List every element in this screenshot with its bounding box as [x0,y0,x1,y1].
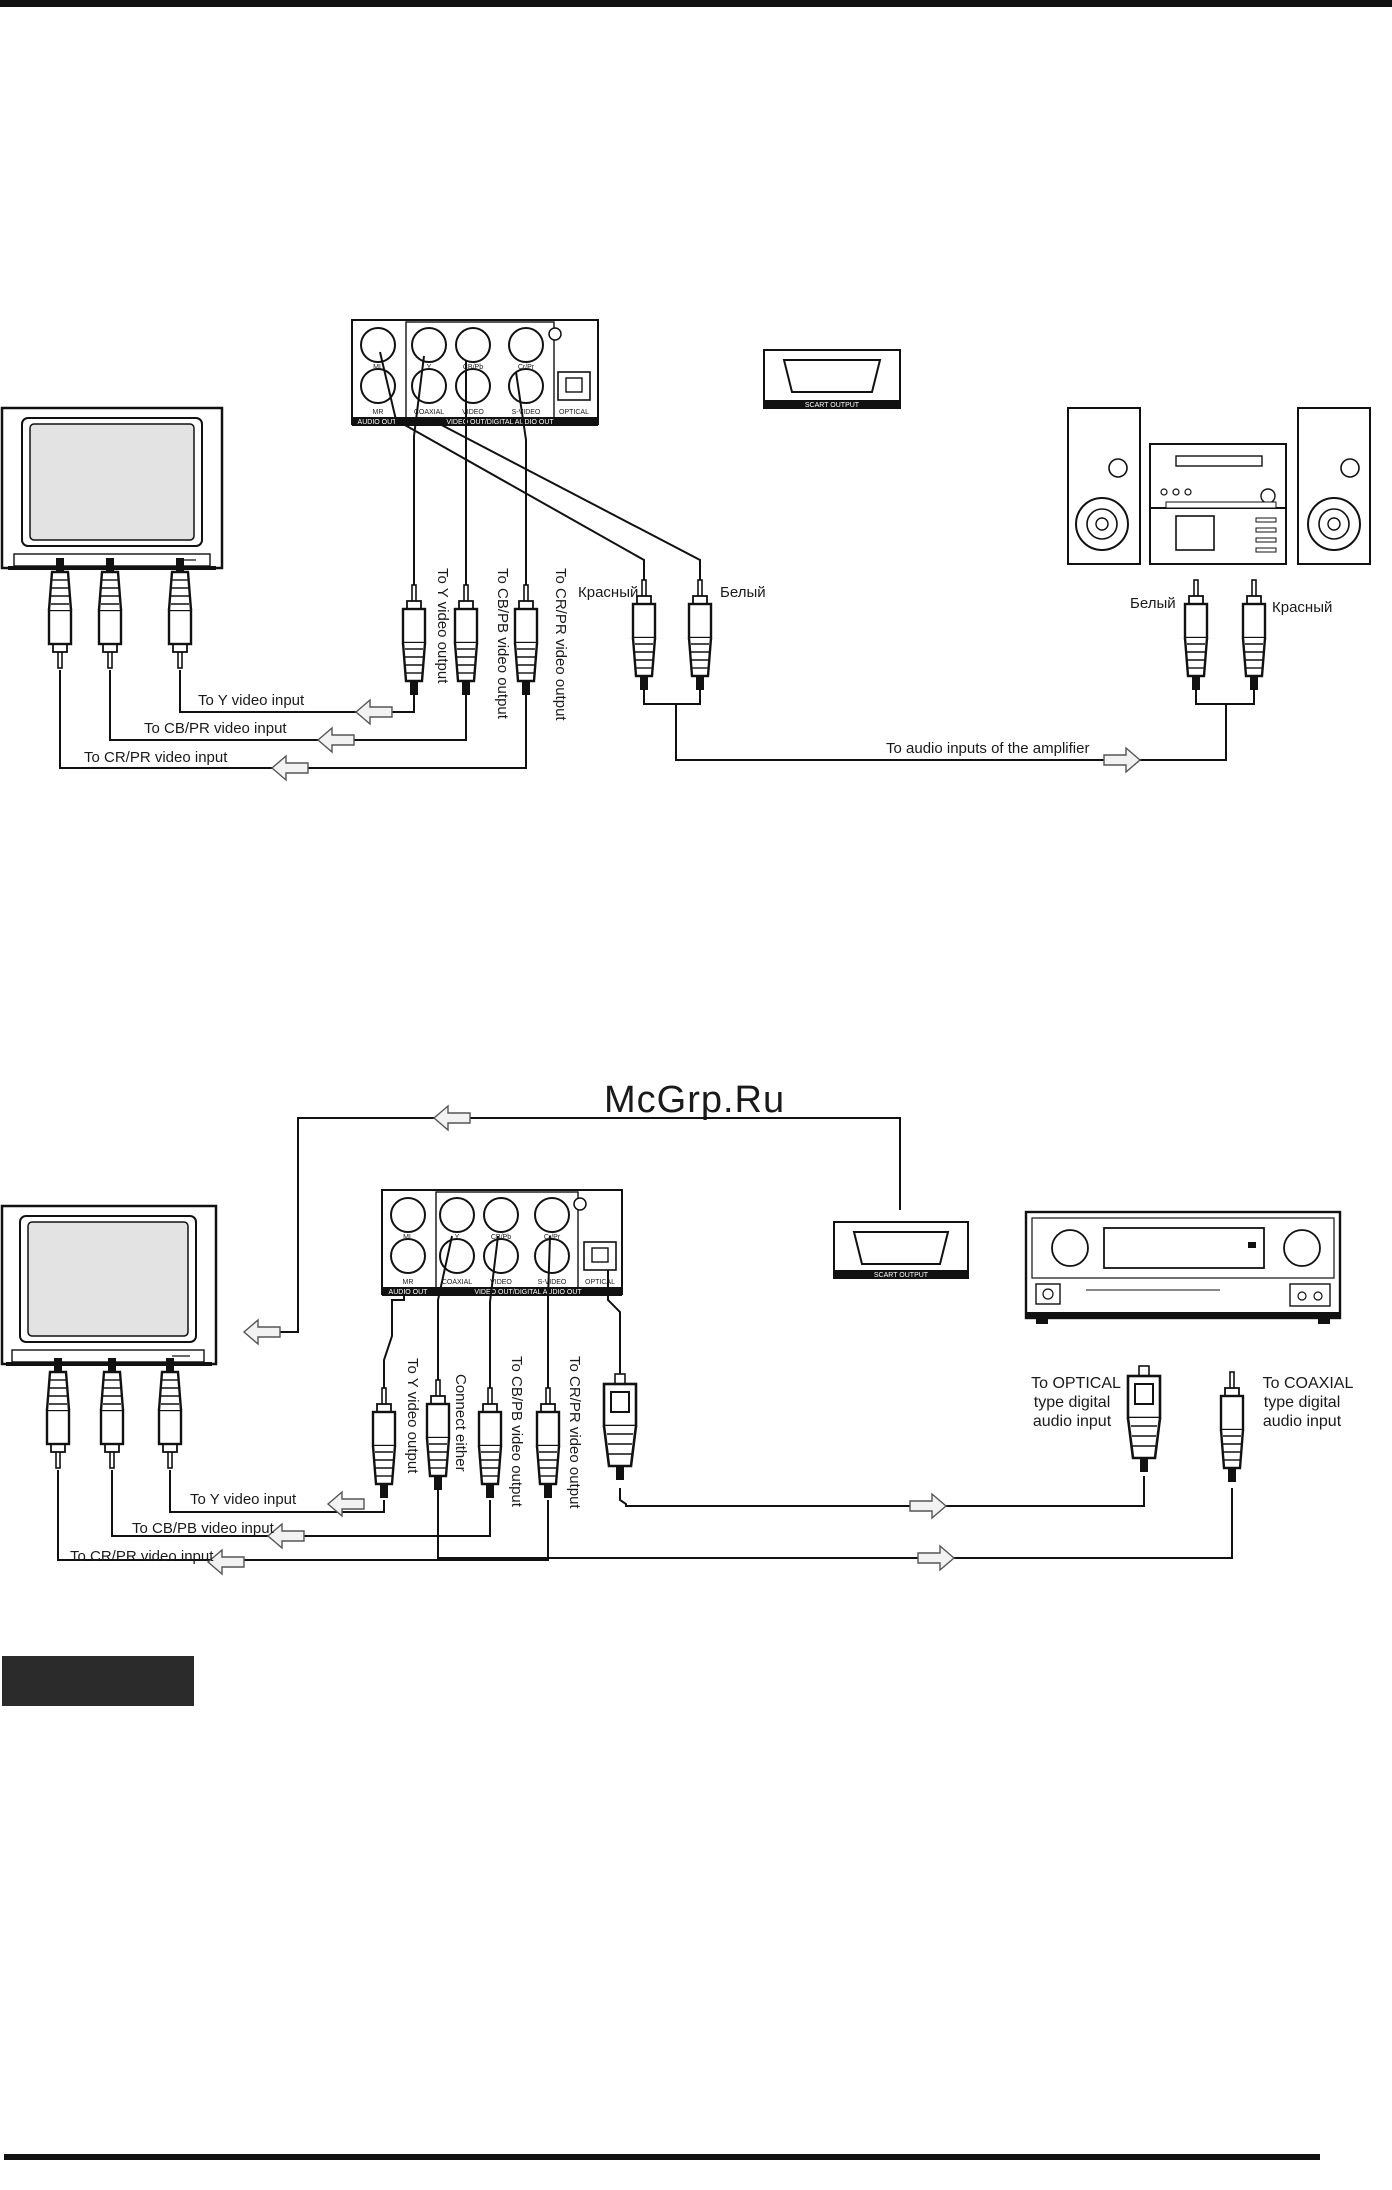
label-optical-line-3: audio input [1033,1413,1112,1430]
label-audio-out-2: AUDIO OUT [389,1289,429,1296]
label-optical-2: OPTICAL [585,1279,615,1286]
label-coaxial-2: COAXIAL [442,1279,472,1286]
label-cb-output-1: To CB/PB video output [494,568,511,720]
diagram-component-digital: ML MR Y CB/Pb Cr/Pr COAXIAL VIDEO S-VIDE… [0,1105,1353,1575]
player-back-panel-1: ML MR Y CB/Pb Cr/Pr COAXIAL VIDEO S-VIDE… [351,319,599,426]
label-connect-either: Connect either [452,1374,469,1472]
label-y-output-1: To Y video output [434,568,451,684]
plugs-1 [47,556,1267,697]
scart-output-1: SCART OUTPUT [763,349,901,409]
label-svideo-2: S-VIDEO [538,1279,567,1286]
label-y-output-2: To Y video output [404,1358,421,1474]
label-video-out: VIDEO OUT/DIGITAL AUDIO OUT [446,419,554,426]
label-white-right: Белый [1130,595,1176,612]
scart-label-1: SCART OUTPUT [805,402,860,409]
watermark: McGrp.Ru [604,1079,785,1121]
label-svideo: S-VIDEO [512,409,541,416]
label-coaxial-line-2: type digital [1264,1394,1341,1411]
bottom-rule [4,2154,1320,2160]
label-cbpb: CB/Pb [463,364,483,371]
diagram-component-audio: ML MR Y CB/Pb Cr/Pr COAXIAL VIDEO S-VIDE… [0,319,1371,781]
label-cb-input-2: To CB/PB video input [132,1520,275,1537]
label-cr-input-1: To CR/PR video input [84,749,228,766]
top-rule [0,0,1392,7]
labels-1: To Y video output To CB/PB video output … [84,568,1332,766]
label-optical: OPTICAL [559,409,589,416]
label-coaxial: COAXIAL [414,409,444,416]
tv-2 [0,1204,218,1366]
player-back-panel-2: ML MR Y CB/Pb Cr/Pr COAXIAL VIDEO S-VIDE… [381,1189,623,1296]
label-red-left: Красный [578,584,638,601]
label-coaxial-line-1: To COAXIAL [1263,1375,1354,1392]
note-heading-box [2,1656,194,1706]
label-crpr-2: Cr/Pr [544,1234,561,1241]
label-optical-line-1: To OPTICAL [1031,1375,1121,1392]
label-ml: ML [373,364,383,371]
cables-1 [59,351,1255,769]
label-y-input-1: To Y video input [198,692,305,709]
label-audio-out: AUDIO OUT [358,419,398,426]
label-white-left: Белый [720,584,766,601]
label-video-out-2: VIDEO OUT/DIGITAL AUDIO OUT [474,1289,582,1296]
label-video-2: VIDEO [490,1279,512,1286]
label-red-right: Красный [1272,599,1332,616]
label-video: VIDEO [462,409,484,416]
label-y-input-2: To Y video input [190,1491,297,1508]
label-optical-line-2: type digital [1034,1394,1111,1411]
label-mr: MR [373,409,384,416]
label-cbpb-2: CB/Pb [491,1234,511,1241]
label-cb-output-2: To CB/PB video output [508,1356,525,1508]
labels-2: To Y video output Connect either To CB/P… [70,1356,1353,1565]
stereo-system [1067,407,1371,565]
scart-output-2: SCART OUTPUT [833,1221,969,1279]
cables-2 [57,1117,1233,1561]
label-cr-input-2: To CR/PR video input [70,1548,214,1565]
label-cb-input-1: To CB/PR video input [144,720,287,737]
tv-1 [0,406,224,570]
label-cr-output-2: To CR/PR video output [566,1356,583,1509]
label-crpr: Cr/Pr [518,364,535,371]
label-amplifier: To audio inputs of the amplifier [886,740,1089,757]
av-receiver [1024,1210,1342,1324]
label-coaxial-line-3: audio input [1263,1413,1342,1430]
label-y-2: Y [455,1234,460,1241]
label-y: Y [427,364,432,371]
label-mr-2: MR [403,1279,414,1286]
scart-label-2: SCART OUTPUT [874,1272,929,1279]
label-ml-2: ML [403,1234,413,1241]
label-cr-output-1: To CR/PR video output [552,568,569,721]
